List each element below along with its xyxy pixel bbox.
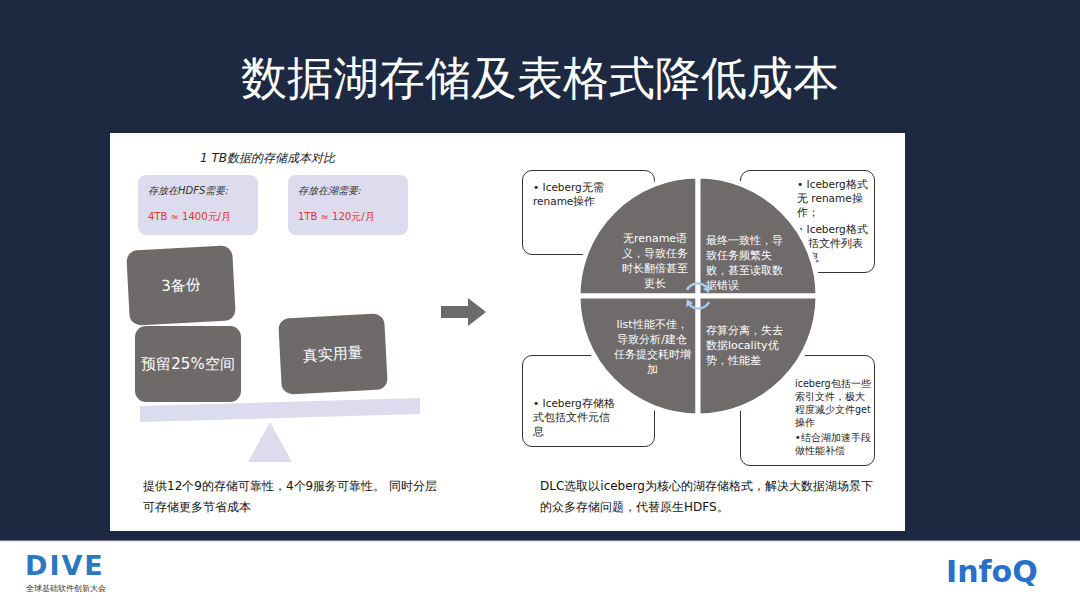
cost-block: 真实用量	[278, 313, 388, 394]
node-text: • Iceberg格式无 rename操作；	[797, 177, 873, 220]
node-text: 真实用量	[303, 343, 364, 365]
slide-title: 数据湖存储及表格式降低成本	[0, 48, 1080, 108]
content-panel	[110, 133, 905, 531]
slide-background	[0, 0, 1080, 541]
node-text: 3备份	[161, 275, 201, 296]
cost-value: 1TB ≈ 120元/月	[298, 210, 398, 224]
issue-quadrant: 存算分离，失去数据locality优势，性能差	[698, 296, 818, 416]
issue-quadrant: list性能不佳，导致分析/建仓任务提交耗时增加	[578, 296, 698, 416]
footer-band	[0, 541, 1080, 609]
logo-text: InfoQ	[946, 554, 1056, 590]
node-text: • Iceberg无需 rename操作	[533, 180, 615, 208]
footer-rule	[0, 541, 1080, 542]
node-text: •结合湖加速手段做性能补偿	[795, 432, 873, 458]
balance-fulcrum	[248, 422, 292, 462]
chart-heading: 1 TB数据的存储成本对比	[200, 151, 400, 165]
issue-quadrant: 无rename语义，导致任务时长翻倍甚至更长	[578, 176, 698, 296]
node-text: 无rename语义，导致任务时长翻倍甚至更长	[618, 232, 692, 291]
logo-text: DIVE	[25, 550, 145, 582]
node-text: 预留25%空间	[141, 355, 234, 374]
node-text: 最终一致性，导致任务频繁失败，甚至读取数据错误	[706, 234, 788, 293]
node-text: • Iceberg存储格式包括文件元信息	[533, 396, 615, 439]
cost-box: 存放在HDFS需要: 4TB ≈ 1400元/月	[138, 175, 258, 235]
flow-arrow	[441, 298, 486, 326]
cost-block: 3备份	[126, 245, 236, 325]
quadrant-fill	[698, 296, 818, 416]
node-text: 存放在HDFS需要:	[148, 184, 248, 198]
cost-block: 预留25%空间	[135, 326, 241, 402]
node-text: 存算分离，失去数据locality优势，性能差	[706, 324, 786, 369]
quadrant-fill	[578, 176, 698, 296]
cost-box: 存放在湖需要: 1TB ≈ 120元/月	[288, 175, 408, 235]
node-text: 存放在湖需要:	[298, 184, 398, 198]
note-text: 提供12个9的存储可靠性，4个9服务可靠性。 同时分层可存储更多节省成本	[143, 476, 443, 518]
note-text: DLC选取以iceberg为核心的湖存储格式，解决大数据湖场景下的众多存储问题，…	[540, 476, 875, 518]
issue-quadrant: 最终一致性，导致任务频繁失败，甚至读取数据错误	[698, 176, 818, 296]
node-text: iceberg包括一些索引文件，极大程度减少文件get操作	[795, 378, 873, 430]
quadrant-fill	[578, 296, 698, 416]
cost-value: 4TB ≈ 1400元/月	[148, 210, 248, 224]
logo-subtitle: 全球基础软件创新大会	[26, 584, 166, 594]
quadrant-fill	[698, 176, 818, 296]
node-text: list性能不佳，导致分析/建仓任务提交耗时增加	[612, 318, 692, 377]
